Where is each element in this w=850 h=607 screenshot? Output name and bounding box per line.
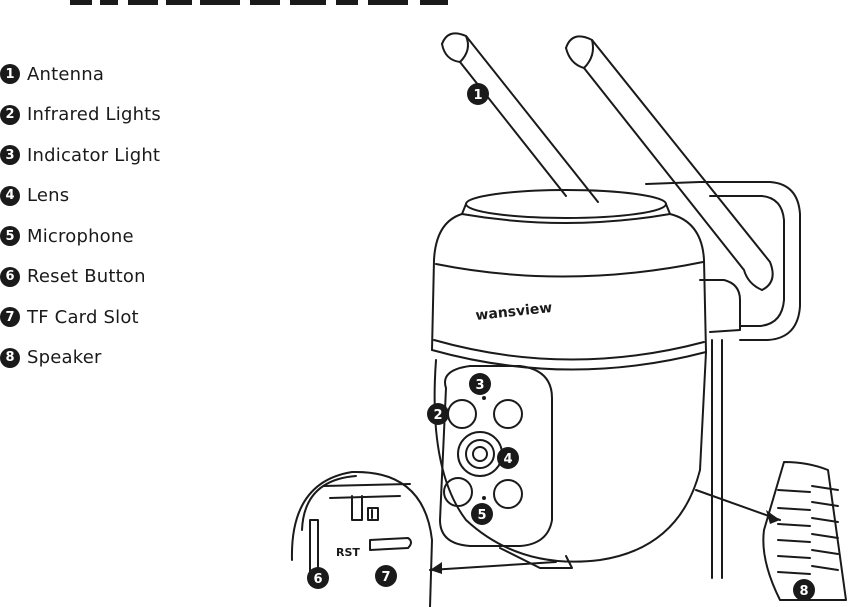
number-badge: 2 xyxy=(0,104,20,125)
number-badge: 1 xyxy=(0,64,20,85)
microphone-dot xyxy=(482,496,486,500)
legend-label: Antenna xyxy=(27,63,105,85)
legend-item-lens: 4 Lens xyxy=(0,176,200,217)
brand-logo: wansview xyxy=(475,300,553,324)
callout-badge xyxy=(793,579,815,601)
legend-label: Microphone xyxy=(27,225,134,247)
legend-label: Speaker xyxy=(27,347,102,369)
number-badge: 8 xyxy=(0,347,20,368)
legend-label: Infrared Lights xyxy=(27,104,162,126)
legend-item-microphone: 5 Microphone xyxy=(0,216,200,257)
callout-badge xyxy=(469,373,491,395)
number-badge: 6 xyxy=(0,266,20,287)
number-badge: 5 xyxy=(0,226,20,247)
legend-item-reset-button: 6 Reset Button xyxy=(0,257,200,298)
cable xyxy=(711,339,723,579)
camera-top-cap xyxy=(461,189,671,219)
legend-item-infrared-lights: 2 Infrared Lights xyxy=(0,95,200,136)
arrow-to-card-slot xyxy=(430,562,442,574)
callout-number: 2 xyxy=(433,408,442,423)
callout-number: 3 xyxy=(475,378,484,393)
lens xyxy=(457,431,503,477)
legend-label: Lens xyxy=(27,185,70,207)
callout-number: 8 xyxy=(799,584,808,599)
legend-label: Reset Button xyxy=(27,266,146,288)
callout-number: 4 xyxy=(503,452,512,467)
callout-badge xyxy=(307,567,329,589)
callout-number: 5 xyxy=(477,508,486,523)
legend-list: 1 Antenna 2 Infrared Lights 3 Indicator … xyxy=(0,54,200,378)
callout-badge xyxy=(497,447,519,469)
wall-mount xyxy=(645,181,801,341)
callout-badge xyxy=(427,403,449,425)
legend-label: TF Card Slot xyxy=(27,306,139,328)
camera-lower-dome xyxy=(433,351,707,569)
number-badge: 4 xyxy=(0,185,20,206)
legend-item-indicator-light: 3 Indicator Light xyxy=(0,135,200,176)
cropped-title xyxy=(70,0,448,5)
number-badge: 3 xyxy=(0,145,20,166)
callout-badge xyxy=(471,503,493,525)
number-badge: 7 xyxy=(0,307,20,328)
camera-upper-housing xyxy=(431,213,707,353)
rst-label: RST xyxy=(336,546,360,559)
legend-item-tf-card-slot: 7 TF Card Slot xyxy=(0,297,200,338)
legend-item-speaker: 8 Speaker xyxy=(0,338,200,379)
legend-item-antenna: 1 Antenna xyxy=(0,54,200,95)
callout-number: 6 xyxy=(313,572,322,587)
callout-badge xyxy=(375,565,397,587)
arrow-to-speaker xyxy=(766,510,780,524)
callout-badge xyxy=(467,83,489,105)
speaker-inset xyxy=(695,461,847,601)
antenna-right xyxy=(565,35,774,291)
legend-label: Indicator Light xyxy=(27,144,161,166)
antenna-left xyxy=(441,32,599,203)
camera-band-ring xyxy=(431,339,707,371)
camera-face-plate xyxy=(439,365,553,547)
callout-number: 7 xyxy=(381,570,390,585)
indicator-light-dot xyxy=(482,396,486,400)
callout-number: 1 xyxy=(473,88,482,103)
reset-tf-inset xyxy=(290,470,557,607)
